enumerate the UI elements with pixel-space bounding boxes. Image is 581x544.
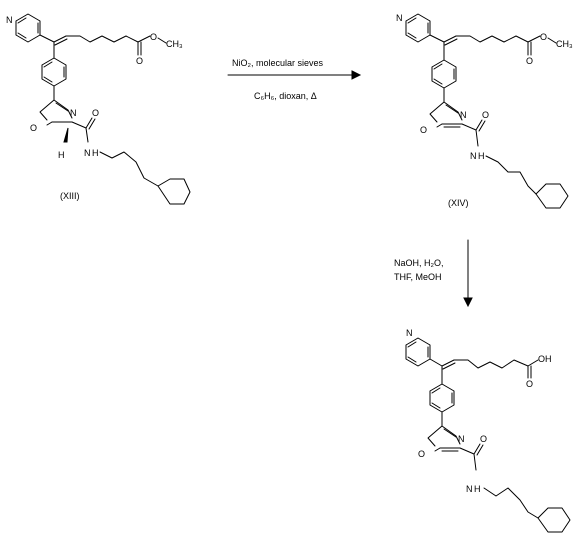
xiii-cyclohexyl-ring <box>157 178 191 205</box>
xiv-oxazole-o: O <box>420 125 427 135</box>
xiii-label: (XIII) <box>60 191 80 201</box>
xiii-amide-h: H <box>92 148 99 158</box>
xiv-phenyl-ring <box>431 59 457 89</box>
step2-reagents-line2: THF, MeOH <box>394 272 442 282</box>
xiv-pyridine-ring <box>405 13 431 43</box>
product-pyridine-ring <box>405 337 431 367</box>
xiv-ester-o-double: O <box>526 56 533 66</box>
product-oxazole-ring <box>427 425 461 447</box>
product-acid-o-double: O <box>526 379 533 389</box>
product-amide-o: O <box>480 434 487 444</box>
xiv-cyclohexyl-ring <box>535 183 569 209</box>
xiv-oxazole-ring <box>429 101 463 123</box>
xiii-stereo-wedge <box>63 127 69 143</box>
xiii-pyridine-n: N <box>6 15 13 25</box>
step1-arrow <box>227 70 362 80</box>
step2-reagents-line1: NaOH, H₂O, <box>394 258 444 268</box>
step2-arrow <box>463 239 473 308</box>
xiv-amide-h: H <box>478 151 485 161</box>
product-cyclohexyl-ring <box>537 507 571 533</box>
compound-xiii: N O O CH₃ O N H O <box>6 13 191 205</box>
xiii-amide-o: O <box>92 108 99 118</box>
xiv-oxazole-n: N <box>460 110 467 120</box>
step1-reagents-line1: NiO₂, molecular sieves <box>232 58 324 68</box>
xiii-oxazoline-o: O <box>30 123 37 133</box>
product-acid-oh: OH <box>538 354 552 364</box>
xiv-label: (XIV) <box>448 198 469 208</box>
xiii-oxazoline-n: N <box>70 108 77 118</box>
step1-reagents-line2: C₆H₆, dioxan, Δ <box>254 91 317 101</box>
product-amide-h: H <box>474 484 481 494</box>
xiii-ester-o-double: O <box>136 56 143 66</box>
compound-xiv: N O O CH₃ O N O N H (XIV) <box>396 13 573 209</box>
xiii-amide-n: N <box>84 148 91 158</box>
xiv-amide-n: N <box>470 151 477 161</box>
xiv-ester-methyl: CH₃ <box>556 39 573 49</box>
product-phenyl-ring <box>429 383 455 413</box>
product-pyridine-n: N <box>406 328 413 338</box>
xiv-ester-o-single: O <box>540 32 547 42</box>
product-oxazole-n: N <box>458 434 465 444</box>
compound-product: N O OH O N O N H <box>405 328 571 533</box>
xiii-stereo-h: H <box>58 150 65 160</box>
product-oxazole-o: O <box>418 449 425 459</box>
xiv-pyridine-n: N <box>396 13 403 23</box>
xiii-oxazoline-ring <box>39 99 73 121</box>
xiii-ester-o-single: O <box>150 32 157 42</box>
xiii-pyridine-ring <box>15 13 41 43</box>
product-amide-n: N <box>466 484 473 494</box>
xiii-ester-methyl: CH₃ <box>166 39 183 49</box>
xiv-amide-o: O <box>482 110 489 120</box>
xiii-phenyl-ring <box>41 57 67 87</box>
